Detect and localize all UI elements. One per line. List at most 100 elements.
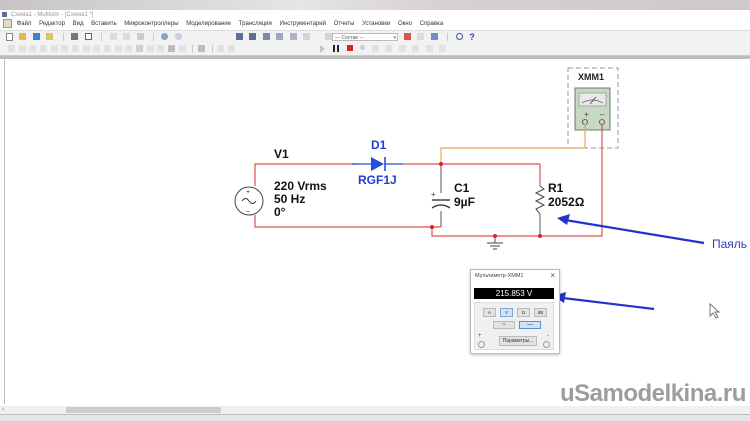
chevron-down-icon: ▾ xyxy=(393,35,396,41)
place-hier-icon[interactable] xyxy=(61,45,69,52)
forward-annotate-icon[interactable] xyxy=(430,33,438,40)
place-junction-icon[interactable] xyxy=(8,45,15,52)
sim-breakpoint-icon[interactable] xyxy=(425,45,433,52)
source-phase-label: 0° xyxy=(274,205,286,219)
multimeter-dialog[interactable]: Мультиметр-XMM1 × 215.853 V A V Ω dB ~ —… xyxy=(470,269,560,354)
dc-mode-button[interactable]: — xyxy=(519,321,541,329)
place-picture-icon[interactable] xyxy=(168,45,176,52)
toolbar-separator xyxy=(211,45,213,53)
place-polygon-icon[interactable] xyxy=(136,45,144,52)
menu-window[interactable]: Окно xyxy=(398,21,412,28)
sim-run-to-cursor-icon[interactable] xyxy=(412,45,420,52)
copy-icon[interactable] xyxy=(123,33,131,40)
graphic-annotation-toolbar xyxy=(0,43,750,56)
multimeter-reading: 215.853 V xyxy=(474,288,554,299)
help-icon[interactable]: ? xyxy=(469,32,475,42)
place-text-icon[interactable] xyxy=(93,45,101,52)
menu-mcu[interactable]: Микроконтроллеры xyxy=(124,21,179,28)
place-probe-icon[interactable] xyxy=(146,45,154,52)
plus-terminal-label: + xyxy=(478,333,482,339)
place-arc-icon[interactable] xyxy=(125,45,133,52)
place-connector-icon[interactable] xyxy=(50,45,58,52)
menu-options[interactable]: Установки xyxy=(362,21,391,28)
align-icon[interactable] xyxy=(198,45,206,52)
document-menu-icon[interactable] xyxy=(3,19,12,28)
capacitor-ref-label: C1 xyxy=(454,181,470,195)
menu-edit[interactable]: Редактор xyxy=(39,21,65,28)
open-folder-icon[interactable] xyxy=(19,33,27,40)
component-wizard-icon[interactable] xyxy=(303,33,311,40)
stop-simulation-button[interactable] xyxy=(346,45,353,51)
back-annotate-icon[interactable] xyxy=(417,33,425,40)
menu-simulate[interactable]: Моделирование xyxy=(186,21,232,28)
new-file-icon[interactable] xyxy=(6,33,13,41)
horizontal-scrollbar[interactable]: ‹ xyxy=(0,406,750,414)
undo-icon[interactable] xyxy=(161,33,169,40)
probe-wire-positive xyxy=(440,124,586,164)
print-preview-icon[interactable] xyxy=(84,33,92,40)
in-use-list-combo[interactable]: --- Состав --- ▾ xyxy=(332,33,398,41)
save-icon[interactable] xyxy=(46,33,54,40)
design-toolbox-icon[interactable] xyxy=(249,33,257,40)
multimeter-minus-mark: – xyxy=(600,110,605,119)
menu-file[interactable]: Файл xyxy=(16,21,32,28)
scrollbar-thumb[interactable] xyxy=(66,407,221,413)
parameters-button[interactable]: Параметры... xyxy=(499,336,537,346)
postprocessor-icon[interactable] xyxy=(324,33,332,40)
probe-icon[interactable] xyxy=(217,45,225,52)
menu-view[interactable]: Вид xyxy=(72,21,84,28)
close-icon[interactable]: × xyxy=(550,271,555,280)
menu-tools[interactable]: Инструментарий xyxy=(279,21,326,28)
mode-decibel-button[interactable]: dB xyxy=(534,308,547,317)
place-ellipse-icon[interactable] xyxy=(114,45,122,52)
print-icon[interactable] xyxy=(71,33,79,40)
mouse-pointer-icon xyxy=(709,303,721,319)
title-bar: Схема1 - Multisim - [Схема1 *] xyxy=(0,10,750,20)
place-line-icon[interactable] xyxy=(40,45,48,52)
scroll-left-icon[interactable]: ‹ xyxy=(2,407,4,413)
step-simulation-icon[interactable] xyxy=(360,45,366,50)
place-comment-icon[interactable] xyxy=(157,45,165,52)
redo-icon[interactable] xyxy=(174,33,182,40)
ac-mode-button[interactable]: ~ xyxy=(493,321,515,329)
menu-reports[interactable]: Отчеты xyxy=(333,21,355,28)
spreadsheet-icon[interactable] xyxy=(262,33,270,40)
fullscreen-icon[interactable] xyxy=(236,33,243,40)
standard-toolbar: --- Состав --- ▾ ? xyxy=(0,30,750,43)
mode-ohmmeter-button[interactable]: Ω xyxy=(517,308,530,317)
step-icon[interactable] xyxy=(228,45,236,52)
sim-remove-breakpoint-icon[interactable] xyxy=(439,45,447,52)
place-rect-icon[interactable] xyxy=(104,45,112,52)
sim-step-in-icon[interactable] xyxy=(371,45,379,52)
toolbar-separator xyxy=(152,33,154,41)
resistor-zigzag xyxy=(534,185,546,215)
wire-bottom-rail xyxy=(254,215,540,237)
workspace-border xyxy=(0,56,750,59)
open-sample-icon[interactable] xyxy=(32,33,40,40)
pause-simulation-button[interactable] xyxy=(333,45,340,52)
capacitor-value-label: 9µF xyxy=(454,195,475,209)
place-block-icon[interactable] xyxy=(82,45,90,52)
multimeter-dial-arc xyxy=(581,99,604,104)
run-simulation-button[interactable] xyxy=(320,45,325,53)
menu-insert[interactable]: Вставить xyxy=(91,21,117,28)
place-wire-icon[interactable] xyxy=(18,45,26,52)
menu-transfer[interactable]: Трансляция xyxy=(238,21,272,28)
sim-step-over-icon[interactable] xyxy=(385,45,393,52)
multisim-ultiboard-icon[interactable] xyxy=(404,33,411,40)
menu-help[interactable]: Справка xyxy=(419,21,444,28)
place-title-icon[interactable] xyxy=(178,45,186,52)
sim-step-out-icon[interactable] xyxy=(398,45,406,52)
multimeter-dial xyxy=(578,92,607,107)
paste-icon[interactable] xyxy=(136,33,144,40)
watermark: uSamodelkina.ru xyxy=(560,380,746,407)
zoom-search-icon[interactable] xyxy=(455,33,463,40)
place-bus-icon[interactable] xyxy=(29,45,37,52)
schematic-canvas[interactable]: + – + – + xyxy=(5,59,750,404)
cut-icon[interactable] xyxy=(109,33,117,40)
mode-voltmeter-button[interactable]: V xyxy=(500,308,513,317)
place-subcircuit-icon[interactable] xyxy=(72,45,80,52)
mode-ammeter-button[interactable]: A xyxy=(483,308,496,317)
grapher-icon[interactable] xyxy=(276,33,284,40)
database-icon[interactable] xyxy=(289,33,297,40)
